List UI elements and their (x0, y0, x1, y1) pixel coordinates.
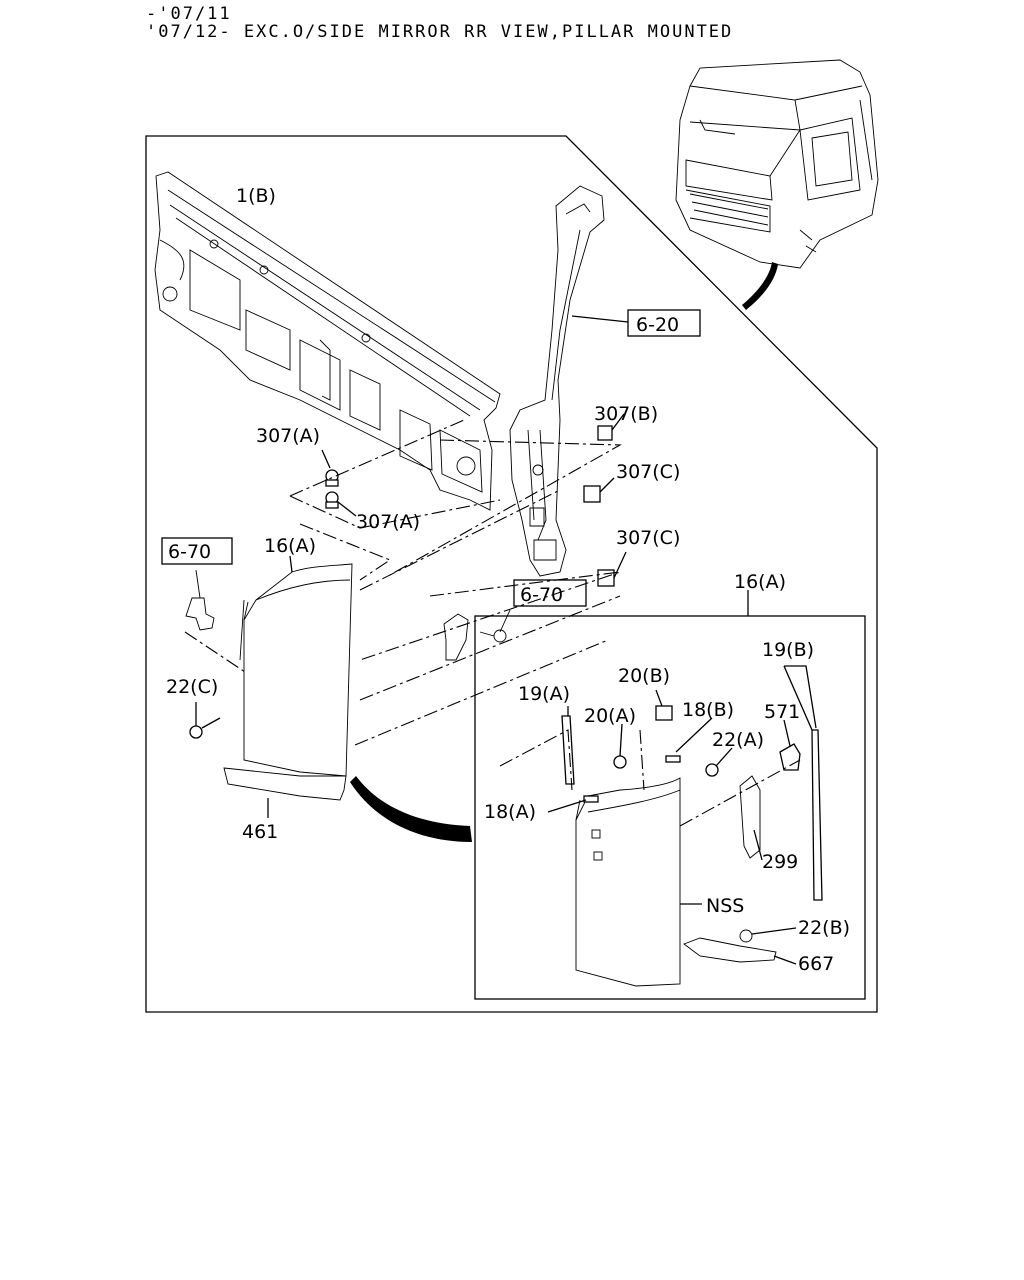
leader-307a-2 (337, 501, 357, 517)
assembly-line-1 (289, 419, 465, 497)
detail-assembly-line-1 (499, 729, 573, 791)
leader-307a-1 (321, 449, 331, 469)
leader-307c-2 (613, 551, 627, 579)
box-6-70-right (513, 579, 587, 607)
detail-assembly-line-2 (639, 729, 645, 791)
leader-19b-b (784, 665, 817, 729)
a-pillar (509, 185, 605, 577)
assembly-line-4 (359, 489, 561, 591)
clip-307b (597, 425, 613, 441)
leader-20b (655, 689, 663, 707)
clip-18a (583, 795, 599, 803)
detail-arrow (350, 776, 472, 842)
assembly-line-3 (299, 523, 392, 581)
screw-22c (189, 717, 221, 739)
box-6-20 (627, 309, 701, 337)
label-461: 461 (242, 821, 278, 843)
assembly-line-8 (389, 439, 622, 576)
detail-frame (474, 615, 866, 1000)
label-22c: 22(C) (166, 676, 218, 698)
leader-18a (547, 799, 587, 813)
leader-6-20 (571, 315, 629, 323)
strip-19a (561, 715, 575, 785)
truck-cab-icon (675, 59, 879, 269)
clip-307c-2 (597, 569, 615, 587)
cowl-panel (154, 171, 501, 511)
bracket-6-70-right (443, 609, 511, 661)
bracket-571 (779, 743, 801, 771)
clip-20a (613, 755, 627, 769)
label-6-70-left: 6-70 (168, 541, 211, 563)
bracket-299 (739, 775, 761, 859)
label-20b: 20(B) (618, 665, 670, 687)
label-307b: 307(B) (594, 403, 658, 425)
leader-667 (773, 955, 797, 965)
label-16a-2: 16(A) (734, 571, 786, 593)
corner-panel (239, 563, 353, 777)
label-307a-1: 307(A) (256, 425, 320, 447)
clip-307a-2 (325, 491, 339, 509)
label-19a: 19(A) (518, 683, 570, 705)
clip-307c-1 (583, 485, 601, 503)
assembly-line-7 (354, 639, 609, 746)
clip-22a (705, 763, 719, 777)
assembly-line-6 (359, 595, 621, 701)
step-trim (223, 767, 347, 801)
label-6-20: 6-20 (636, 314, 679, 336)
leader-307c-1 (599, 477, 615, 493)
assembly-line-2 (289, 495, 501, 529)
leader-571 (783, 719, 791, 747)
leader-22a (715, 747, 733, 767)
header-line-2: '07/12- EXC.O/SIDE MIRROR RR VIEW,PILLAR… (146, 22, 734, 42)
assembly-line-5 (359, 571, 621, 661)
label-299: 299 (762, 851, 798, 873)
leader-20a (619, 723, 623, 757)
clip-18b (665, 755, 681, 763)
label-nss: NSS (706, 895, 744, 917)
detail-assembly-line-3 (679, 759, 801, 827)
label-20a: 20(A) (584, 705, 636, 727)
clip-20b (655, 705, 673, 721)
label-1b: 1(B) (236, 185, 276, 207)
leader-19b-a (783, 665, 813, 731)
label-307c-2: 307(C) (616, 527, 680, 549)
label-307a-2: 307(A) (356, 511, 420, 533)
label-18a: 18(A) (484, 801, 536, 823)
label-571: 571 (764, 701, 800, 723)
label-18b: 18(B) (682, 699, 734, 721)
label-6-70-right: 6-70 (520, 584, 563, 606)
strip-19b (811, 729, 823, 901)
leader-307b (611, 413, 625, 431)
nss-panel (575, 777, 681, 987)
label-22b: 22(B) (798, 917, 850, 939)
leader-22b (751, 927, 797, 935)
label-22a: 22(A) (712, 729, 764, 751)
label-307c-1: 307(C) (616, 461, 680, 483)
bracket-6-70-left (185, 569, 215, 631)
label-16a-1: 16(A) (264, 535, 316, 557)
bracket-667 (683, 929, 777, 963)
leader-16a-1 (289, 555, 293, 573)
leader-18b (675, 717, 713, 753)
box-6-70-left (161, 537, 233, 565)
outer-frame (145, 135, 878, 1013)
clip-307a-1 (325, 469, 339, 487)
label-19b: 19(B) (762, 639, 814, 661)
leader-299 (753, 829, 763, 861)
cab-pointer-arrow (742, 262, 778, 310)
header-line-1: -'07/11 (146, 4, 232, 24)
label-667: 667 (798, 953, 834, 975)
